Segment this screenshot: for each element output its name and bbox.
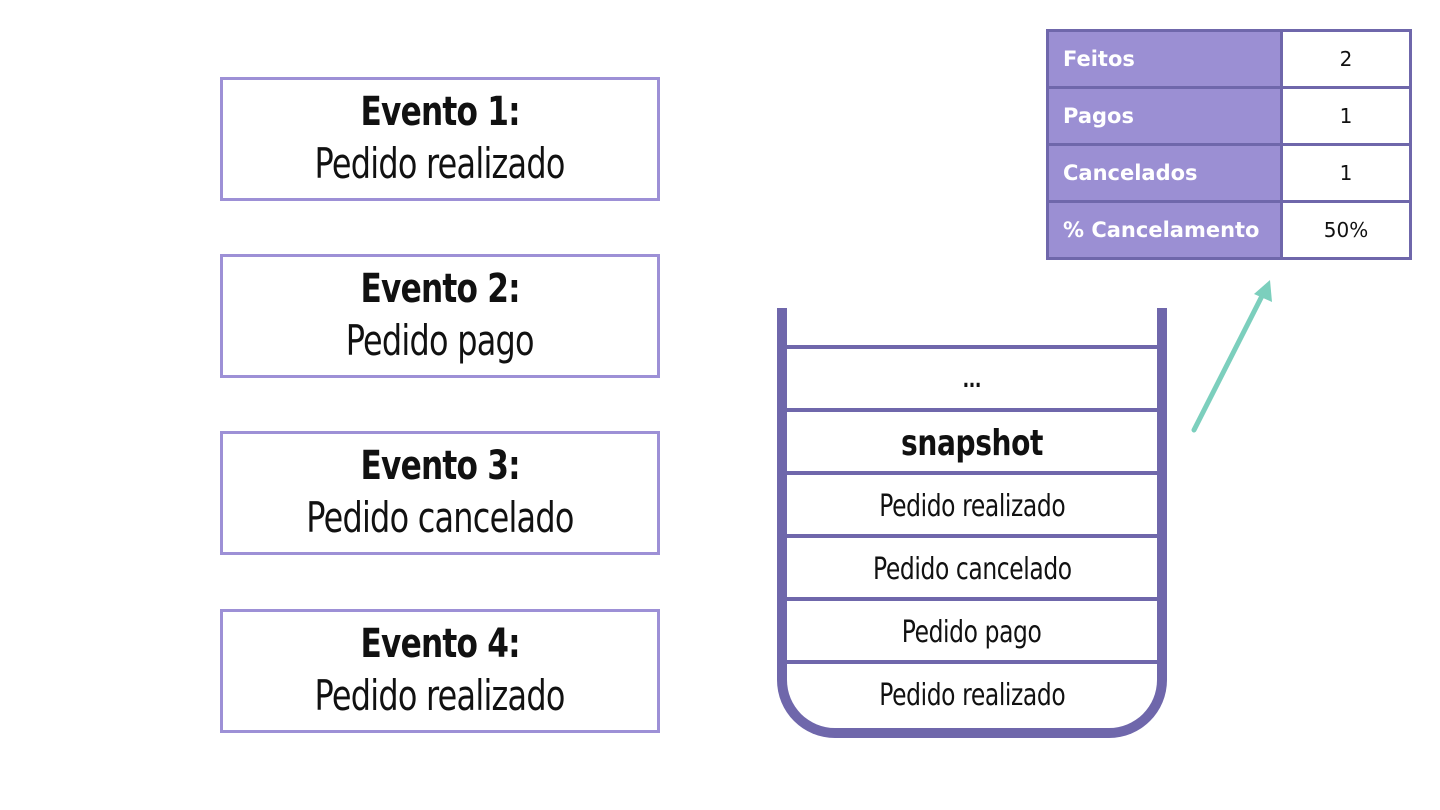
event-title: Evento 4:	[360, 621, 520, 667]
table-row: Feitos 2	[1046, 29, 1412, 89]
summary-value: 50%	[1280, 200, 1412, 260]
stack-row-snapshot: snapshot	[787, 412, 1157, 475]
stack-divider	[787, 534, 1157, 538]
table-row: Cancelados 1	[1046, 143, 1412, 203]
table-row: Pagos 1	[1046, 86, 1412, 146]
stack-row-event: Pedido realizado	[787, 664, 1157, 727]
event-box-2: Evento 2: Pedido pago	[220, 254, 660, 378]
stack-divider	[787, 345, 1157, 349]
event-box-3: Evento 3: Pedido cancelado	[220, 431, 660, 555]
event-title: Evento 3:	[360, 443, 520, 489]
summary-value: 1	[1280, 143, 1412, 203]
summary-value: 1	[1280, 86, 1412, 146]
summary-value: 2	[1280, 29, 1412, 89]
stack-row-label: Pedido cancelado	[872, 552, 1072, 587]
event-description: Pedido pago	[345, 316, 535, 365]
event-description: Pedido realizado	[314, 139, 566, 188]
stack-row-label: Pedido pago	[902, 615, 1042, 650]
summary-label: Pagos	[1046, 86, 1283, 146]
event-title: Evento 2:	[360, 266, 520, 312]
summary-label: % Cancelamento	[1046, 200, 1283, 260]
stack-row-label: Pedido realizado	[878, 678, 1066, 713]
stack-divider	[787, 660, 1157, 664]
stack-row-label: snapshot	[900, 423, 1044, 464]
event-title: Evento 1:	[360, 89, 520, 135]
stack-row-label: Pedido realizado	[878, 489, 1066, 524]
table-row: % Cancelamento 50%	[1046, 200, 1412, 260]
stack-divider	[787, 597, 1157, 601]
stack-row-ellipsis: ...	[787, 349, 1157, 412]
stack-row-event: Pedido pago	[787, 601, 1157, 664]
summary-label: Cancelados	[1046, 143, 1283, 203]
stack-divider	[787, 408, 1157, 412]
event-store-stack: ... snapshot Pedido realizado Pedido can…	[777, 308, 1167, 738]
stack-row-event: Pedido cancelado	[787, 538, 1157, 601]
event-box-4: Evento 4: Pedido realizado	[220, 609, 660, 733]
summary-table: Feitos 2 Pagos 1 Cancelados 1 % Cancelam…	[1046, 29, 1412, 260]
stack-divider	[787, 471, 1157, 475]
event-description: Pedido realizado	[314, 671, 566, 720]
event-box-1: Evento 1: Pedido realizado	[220, 77, 660, 201]
stack-row-event: Pedido realizado	[787, 475, 1157, 538]
event-description: Pedido cancelado	[306, 493, 574, 542]
arrow-icon	[1191, 280, 1272, 433]
stack-row-label: ...	[962, 368, 982, 393]
summary-label: Feitos	[1046, 29, 1283, 89]
